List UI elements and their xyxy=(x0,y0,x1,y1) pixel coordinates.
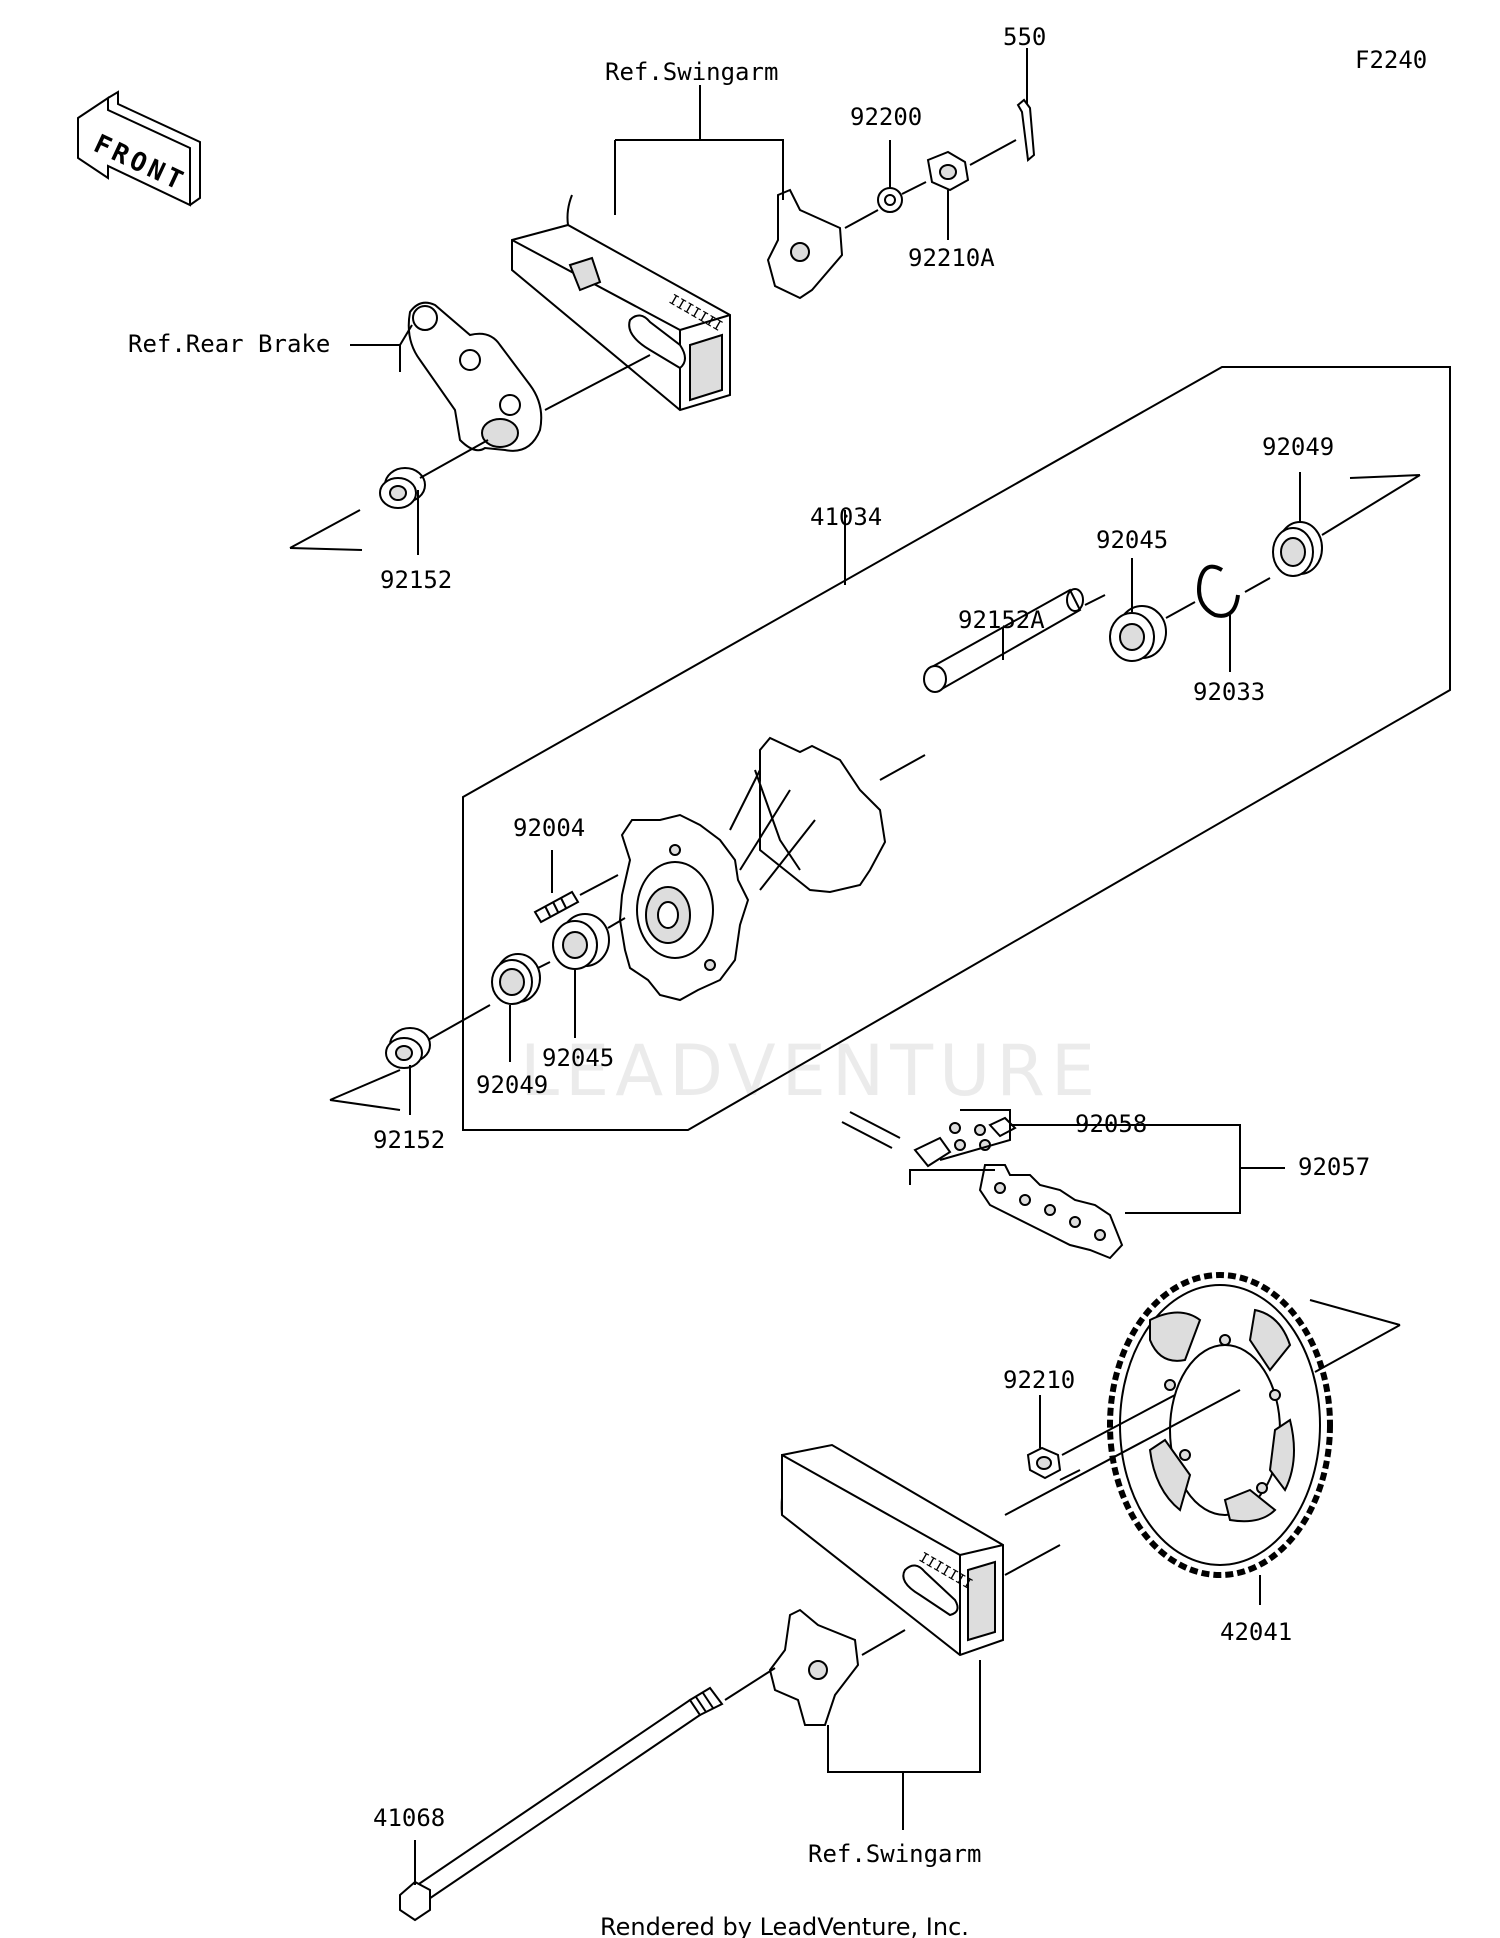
cotter-pin-550 xyxy=(1016,98,1036,162)
ref-swingarm-bottom: Ref.Swingarm xyxy=(808,1840,981,1868)
ref-rear-brake: Ref.Rear Brake xyxy=(128,330,330,358)
label-92152-top: 92152 xyxy=(380,566,452,594)
ref-swingarm-top: Ref.Swingarm xyxy=(605,58,778,86)
label-92045-bottom: 92045 xyxy=(542,1044,614,1072)
axle-41068 xyxy=(399,1686,724,1922)
collar-92152-bottom xyxy=(385,1027,431,1069)
label-92004: 92004 xyxy=(513,814,585,842)
bearing-92045-bottom xyxy=(552,913,610,970)
collar-92152-top xyxy=(379,467,426,509)
label-92200: 92200 xyxy=(850,103,922,131)
front-arrow-icon: FRONT xyxy=(77,90,201,207)
bearing-92045-top xyxy=(1109,605,1167,662)
label-92210: 92210 xyxy=(1003,1366,1075,1394)
sprocket-42041 xyxy=(1107,1272,1333,1578)
rear-hub xyxy=(618,736,887,1002)
label-92152A: 92152A xyxy=(958,606,1045,634)
watermark: LEADVENTURE xyxy=(520,1030,1101,1112)
circlip-92033 xyxy=(1197,564,1240,618)
spacer-92152A xyxy=(923,588,1084,693)
washer-92200 xyxy=(877,187,903,213)
seal-92049-bottom xyxy=(491,953,541,1005)
swingarm-bottom-drawing: IIIIIII xyxy=(780,1443,1004,1657)
label-42041: 42041 xyxy=(1220,1618,1292,1646)
diagram-code: F2240 xyxy=(1355,46,1427,74)
label-41034: 41034 xyxy=(810,503,882,531)
drive-chain-92057 xyxy=(841,1111,1124,1260)
nut-92210A xyxy=(926,150,970,192)
stud-92004 xyxy=(533,890,580,924)
swingarm-top-drawing: IIIIIII xyxy=(511,194,731,412)
seal-92049-top xyxy=(1272,521,1323,577)
nut-92210 xyxy=(1026,1446,1062,1480)
footer-credit: Rendered by LeadVenture, Inc. xyxy=(600,1913,969,1938)
label-92210A: 92210A xyxy=(908,244,995,272)
label-92152-bottom: 92152 xyxy=(373,1126,445,1154)
hub-assembly-box xyxy=(462,366,1451,1131)
label-92049-bottom: 92049 xyxy=(476,1071,548,1099)
label-92058: 92058 xyxy=(1075,1110,1147,1138)
label-92049-top: 92049 xyxy=(1262,433,1334,461)
rear-brake-bracket xyxy=(407,301,543,452)
label-41068: 41068 xyxy=(373,1804,445,1832)
label-92045-top: 92045 xyxy=(1096,526,1168,554)
label-550: 550 xyxy=(1003,23,1046,51)
label-92033: 92033 xyxy=(1193,678,1265,706)
label-92057: 92057 xyxy=(1298,1153,1370,1181)
